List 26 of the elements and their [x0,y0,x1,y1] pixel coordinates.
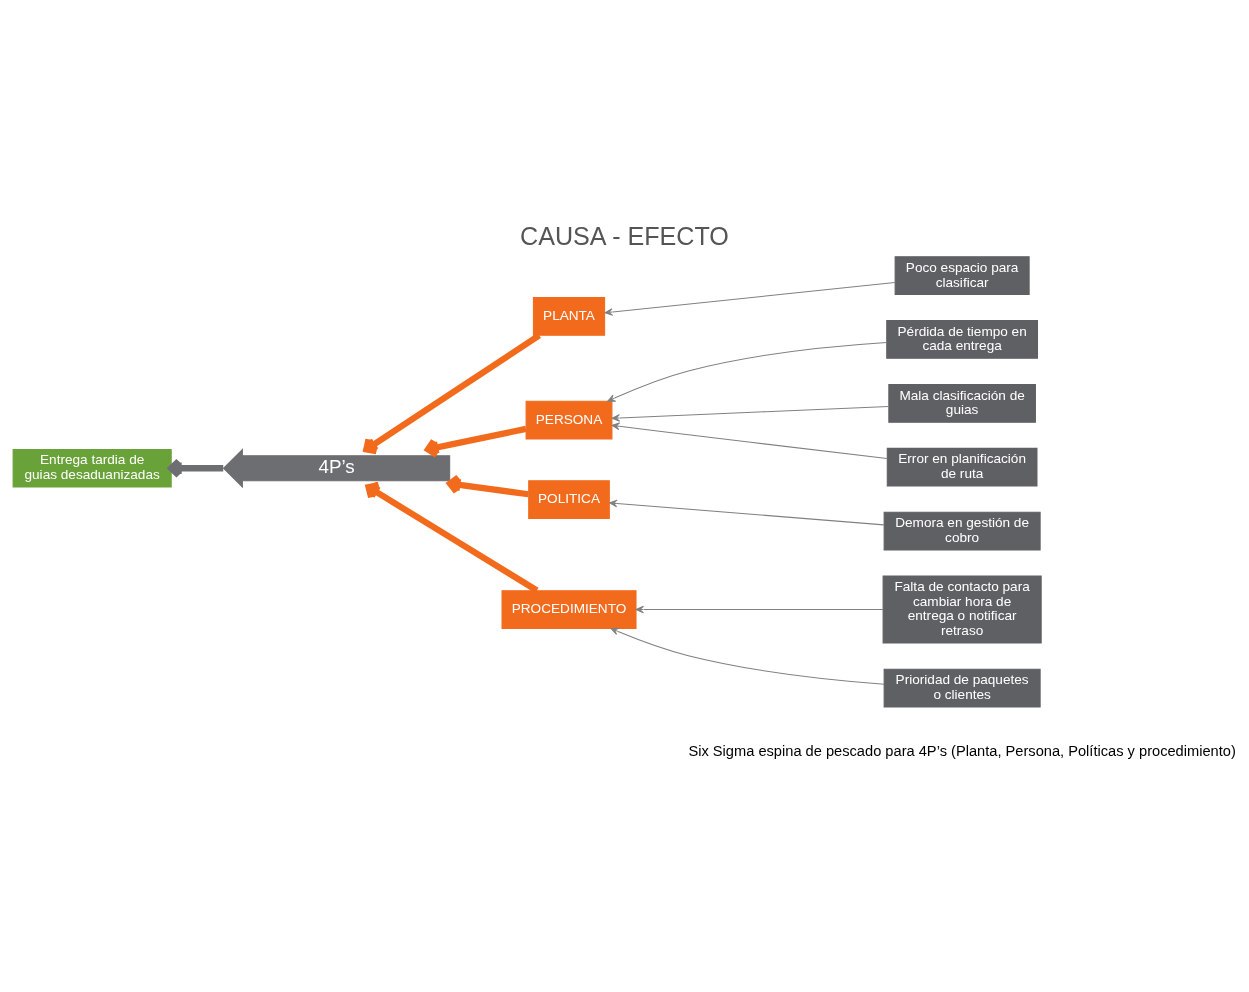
node-box: PROCEDIMIENTO [501,590,637,629]
node-box: Prioridad de paquetes o clientes [883,668,1041,708]
node-box: Mala clasificación de guias [888,383,1036,423]
arrow [609,499,885,526]
arrow [424,425,527,458]
node-box: Falta de contacto para cambiar hora de entrega o notificar retraso [882,575,1042,644]
arrow [446,474,529,498]
node-box: PERSONA [525,400,613,440]
diagram-title: CAUSA - EFECTO [520,222,729,251]
node-box: POLITICA [528,480,610,520]
arrow [610,627,885,685]
arrow [363,332,541,455]
arrow [604,282,896,316]
node-box: Poco espacio para clasificar [894,256,1030,295]
node-box: Pérdida de tiempo en cada entrega [886,320,1039,359]
arrow [611,405,889,422]
node-box: Demora en gestión de cobro [883,511,1041,551]
arrow [611,422,888,459]
arrow [607,341,888,402]
node-box: PLANTA [532,297,606,336]
arrow [365,481,539,594]
arrow [635,605,884,614]
node-box: Entrega tardia de guias desaduanizadas [12,448,172,488]
node-box: Error en planificación de ruta [886,447,1038,487]
label: Six Sigma espina de pescado para 4P’s (Planta, Persona, Políticas y procedimiento) [688,742,1236,759]
arrow [168,458,224,479]
